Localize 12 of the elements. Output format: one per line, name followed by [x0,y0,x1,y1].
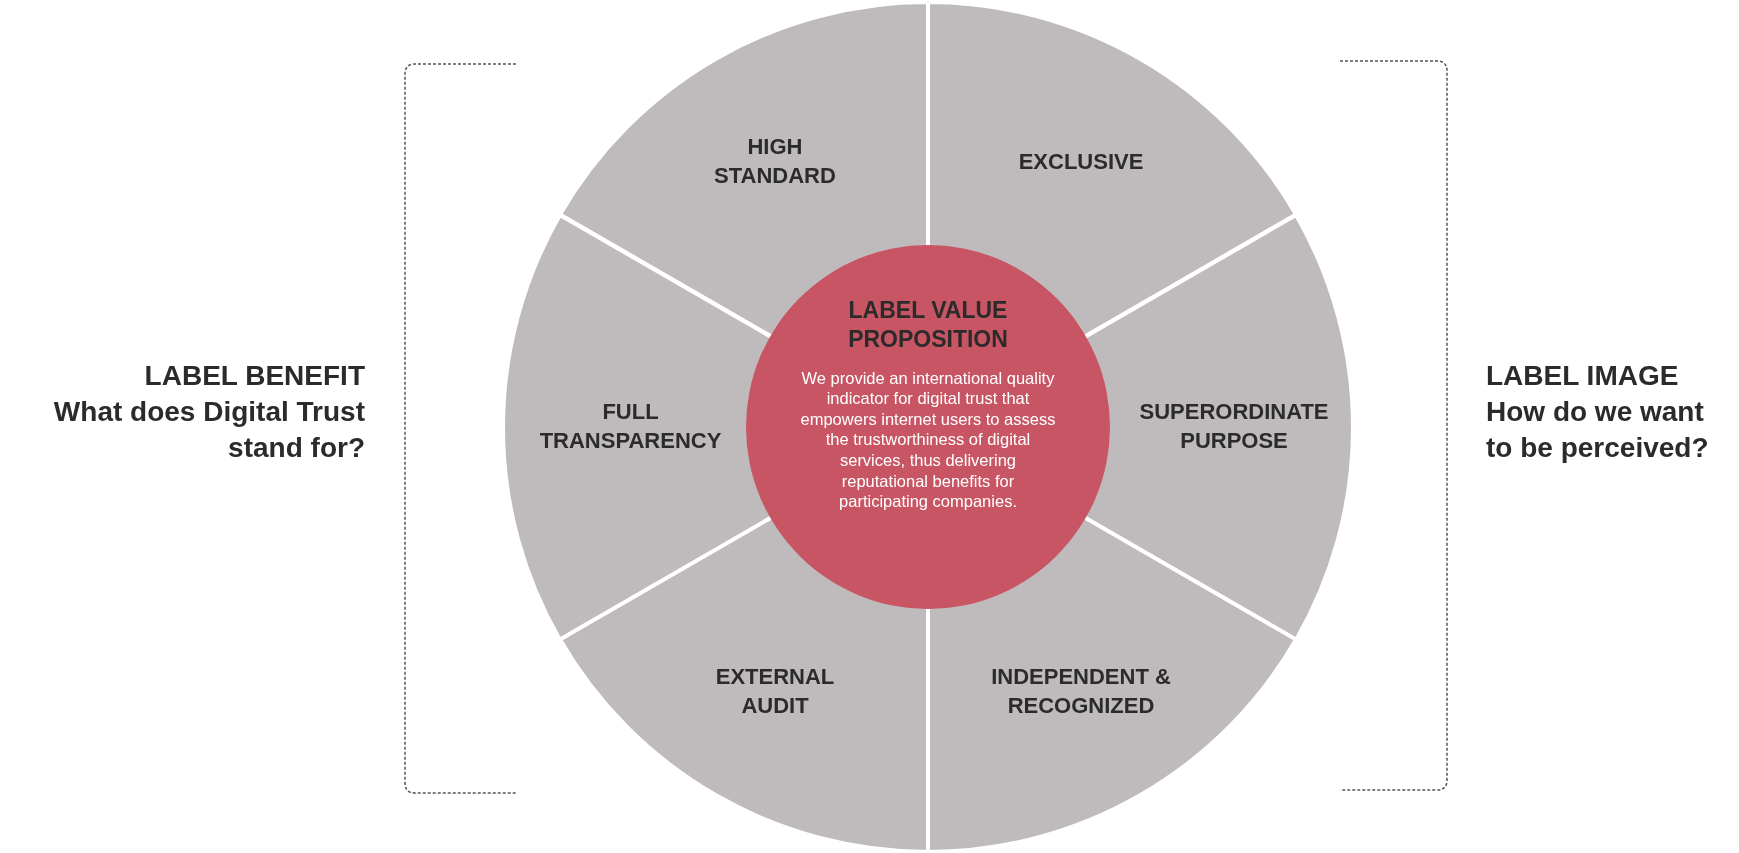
segment-label: FULL TRANSPARENCY [538,398,723,455]
side-heading: LABEL BENEFIT [143,359,365,393]
segment-label: EXTERNAL AUDIT [714,663,836,720]
segment-label: EXCLUSIVE [1017,147,1145,176]
side-heading: LABEL IMAGE [1486,359,1680,393]
side-question: What does Digital Trust stand for? [52,395,365,466]
circle-body: We provide an international quality indicator for digital trust that empowers internet users to assess the trustworthiness of digital services, thus delivering reputational benefits for participating companies. [799,367,1057,512]
segment-label: SUPERORDINATE PURPOSE [1138,398,1330,455]
segment-label: INDEPENDENT & RECOGNIZED [990,663,1172,720]
side-question: How do we want to be perceived? [1486,395,1710,466]
circle-heading: LABEL VALUE PROPOSITION [847,296,1009,354]
segment-label: HIGH STANDARD [713,133,837,190]
